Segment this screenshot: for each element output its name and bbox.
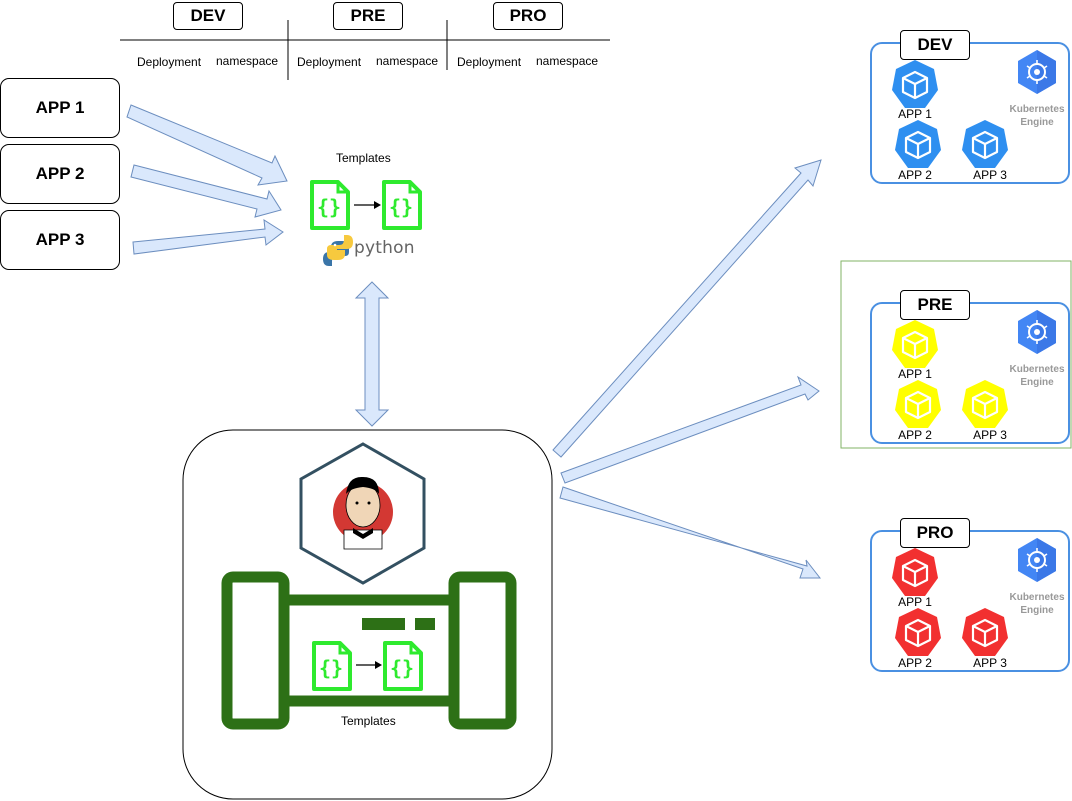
arrows-pipeline-to-clusters (552, 159, 822, 579)
col-deployment-pro: Deployment (457, 55, 522, 69)
pro-engine-label-1: Kubernetes (1009, 592, 1065, 603)
pro-app3-label: APP 3 (973, 656, 1007, 670)
pipeline-bar-short (415, 618, 435, 630)
app-box-1: APP 1 (0, 78, 120, 138)
col-namespace-pro: namespace (536, 54, 599, 68)
pre-engine-label-2: Engine (1020, 377, 1054, 388)
col-deployment-pre: Deployment (297, 55, 362, 69)
pro-app1-label: APP 1 (898, 595, 932, 609)
env-tab-pro: PRO (493, 2, 563, 30)
env-tab-pre: PRE (333, 2, 403, 30)
pipeline-templates-label: Templates (341, 714, 396, 728)
cluster-pre (870, 302, 1070, 444)
cluster-pro (870, 530, 1070, 672)
pipeline-templates-group (312, 641, 423, 691)
templates-label: Templates (336, 151, 391, 165)
pre-engine-label-1: Kubernetes (1009, 364, 1065, 375)
pre-app2-label: APP 2 (898, 428, 932, 442)
dev-app2-label: APP 2 (898, 168, 932, 182)
pro-app2-label: APP 2 (898, 656, 932, 670)
jenkins-logo-icon (299, 442, 426, 585)
env-tab-dev: DEV (173, 2, 243, 30)
dev-engine-label-2: Engine (1020, 117, 1054, 128)
pre-app3-label: APP 3 (973, 428, 1007, 442)
arrows-apps-to-templates (126, 104, 288, 255)
templates-group (310, 180, 422, 230)
col-namespace-dev: namespace (216, 54, 279, 68)
pipeline-bar-long (362, 618, 405, 630)
cluster-tab-pro: PRO (900, 518, 970, 548)
pipeline-icon (221, 571, 517, 730)
dev-app1-label: APP 1 (898, 107, 932, 121)
cluster-tab-dev: DEV (900, 30, 970, 60)
dev-app3-label: APP 3 (973, 168, 1007, 182)
python-label: python (354, 238, 415, 258)
cluster-tab-pre: PRE (900, 290, 970, 320)
app-box-3: APP 3 (0, 210, 120, 270)
arrow-templates-pipeline (354, 281, 390, 427)
cluster-dev (870, 42, 1070, 184)
col-namespace-pre: namespace (376, 54, 439, 68)
jenkins-container (182, 429, 553, 800)
pro-engine-label-2: Engine (1020, 605, 1054, 616)
app-box-2: APP 2 (0, 144, 120, 204)
dev-engine-label-1: Kubernetes (1009, 104, 1065, 115)
python-logo-icon (323, 235, 353, 266)
col-deployment-dev: Deployment (137, 55, 202, 69)
pre-app1-label: APP 1 (898, 367, 932, 381)
pre-highlight-frame (840, 260, 1072, 449)
